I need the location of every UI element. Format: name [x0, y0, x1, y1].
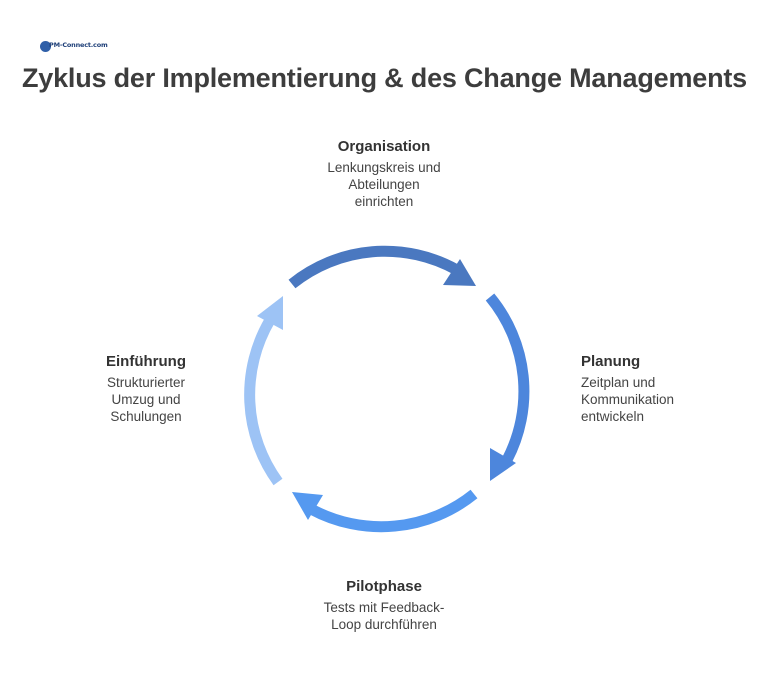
arrow-right-head [490, 448, 516, 481]
step-description: Tests mit Feedback- Loop durchführen [323, 600, 445, 632]
step-planung: Planung Zeitplan und Kommunikation entwi… [581, 353, 731, 425]
step-heading: Organisation [337, 138, 431, 155]
step-description: Strukturierter Umzug und Schulungen [106, 375, 186, 424]
step-pilotphase: Pilotphase Tests mit Feedback- Loop durc… [284, 578, 484, 633]
arrow-top-arc [288, 245, 460, 289]
step-description: Lenkungskreis und Abteilungen einrichten [327, 160, 441, 209]
step-description: Zeitplan und Kommunikation entwickeln [581, 375, 675, 424]
logo-mark [40, 41, 51, 52]
step-heading: Pilotphase [346, 578, 422, 595]
arrow-right-arc [485, 293, 530, 463]
step-einfuehrung: Einführung Strukturierter Umzug und Schu… [71, 353, 221, 425]
step-heading: Einführung [106, 353, 186, 370]
company-logo: PM-Connect.com [40, 40, 108, 54]
arrow-left-head [257, 296, 283, 330]
page-title: Zyklus der Implementierung & des Change … [22, 63, 747, 93]
step-heading: Planung [581, 353, 641, 370]
arrow-left-arc [244, 317, 283, 486]
arrow-bottom-head [292, 492, 323, 520]
step-organisation: Organisation Lenkungskreis und Abteilung… [284, 138, 484, 210]
arrow-top-head [443, 259, 476, 286]
logo-text: PM-Connect.com [49, 41, 108, 49]
arrow-bottom-arc [308, 489, 478, 533]
